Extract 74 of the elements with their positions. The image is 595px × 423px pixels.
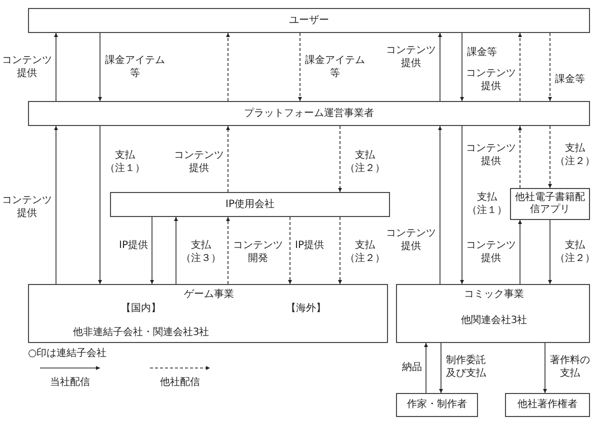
panel-title: ゲーム事業 — [184, 289, 234, 301]
edge-label: 納品 — [402, 362, 422, 374]
arrow — [54, 32, 58, 102]
edge-label: コンテンツ提供 — [174, 150, 224, 175]
panel-title: コミック事業 — [464, 289, 524, 301]
panel-text: 【国内】 — [121, 303, 161, 315]
edge-label: 著作料の支払 — [550, 355, 590, 380]
node-label: 作家・制作者 — [407, 399, 467, 411]
panel-text: 【海外】 — [286, 303, 326, 315]
edge-label: コンテンツ提供 — [2, 55, 52, 80]
arrow — [174, 216, 178, 284]
arrow — [226, 126, 230, 192]
entity-box — [110, 192, 390, 217]
edge-label: コンテンツ提供 — [2, 195, 52, 220]
arrow — [548, 126, 552, 188]
business-panel — [396, 284, 590, 343]
arrow — [439, 342, 443, 394]
arrow — [460, 32, 464, 102]
arrow — [226, 216, 230, 284]
panel-text: 他関連会社3社 — [460, 315, 528, 327]
node-label: ユーザー — [289, 14, 329, 26]
edge-label: 制作委託及び支払 — [446, 355, 486, 380]
entity-box — [505, 393, 590, 417]
edge-label: 支払（注１） — [467, 192, 507, 217]
arrow — [438, 32, 442, 102]
edge-label: 支払（注２） — [345, 240, 385, 265]
edge-label: 支払（注２） — [555, 240, 595, 265]
edge-label: コンテンツ提供 — [466, 68, 516, 93]
edge-label: 課金等 — [555, 74, 585, 86]
legend-label: 他社配信 — [160, 376, 200, 389]
edge-label: コンテンツ開発 — [233, 240, 283, 265]
arrow — [226, 32, 230, 102]
edge-label: IP提供 — [295, 240, 324, 252]
edge-label: コンテンツ提供 — [386, 45, 436, 70]
node-label: プラットフォーム運営事業者 — [244, 108, 374, 120]
arrow — [98, 32, 102, 102]
edge-label: 課金アイテム等 — [105, 55, 165, 80]
arrow — [518, 126, 522, 188]
arrow — [438, 126, 442, 284]
arrow — [543, 342, 547, 394]
entity-box — [510, 188, 590, 220]
edge-label: 課金等 — [467, 47, 497, 60]
arrow — [424, 342, 428, 394]
arrow — [150, 216, 154, 284]
entity-box — [396, 393, 478, 417]
business-panel — [28, 284, 388, 343]
arrow — [338, 126, 342, 192]
edge-label: コンテンツ提供 — [466, 240, 516, 265]
arrow — [548, 32, 552, 102]
edge-label: コンテンツ提供 — [466, 143, 516, 168]
edge-label: 支払（注２） — [345, 150, 385, 175]
arrow — [98, 126, 102, 284]
edge-label: 支払（注３） — [181, 240, 221, 265]
panel-text: 他非連結子会社・関連会社3社 — [72, 327, 210, 339]
edge-label: IP提供 — [119, 240, 148, 252]
legend-label: 当社配信 — [50, 376, 90, 389]
arrow — [338, 216, 342, 284]
node-label: 他社著作権者 — [518, 399, 578, 411]
arrow — [548, 220, 552, 284]
arrow — [54, 126, 58, 284]
node-label: 他社電子書籍配信アプリ — [515, 192, 585, 216]
node-label: IP使用会社 — [226, 198, 274, 210]
arrow — [298, 32, 302, 102]
edge-label: 課金アイテム等 — [305, 55, 365, 80]
arrow — [518, 32, 522, 102]
note: ○印は連結子会社 — [28, 346, 107, 360]
entity-box — [28, 101, 590, 126]
arrow — [518, 220, 522, 284]
edge-label: コンテンツ提供 — [386, 228, 436, 253]
edge-label: 支払（注２） — [555, 143, 595, 168]
arrow — [288, 216, 292, 284]
arrow — [460, 126, 464, 284]
entity-box — [28, 8, 590, 33]
edge-label: 支払（注１） — [105, 150, 145, 175]
